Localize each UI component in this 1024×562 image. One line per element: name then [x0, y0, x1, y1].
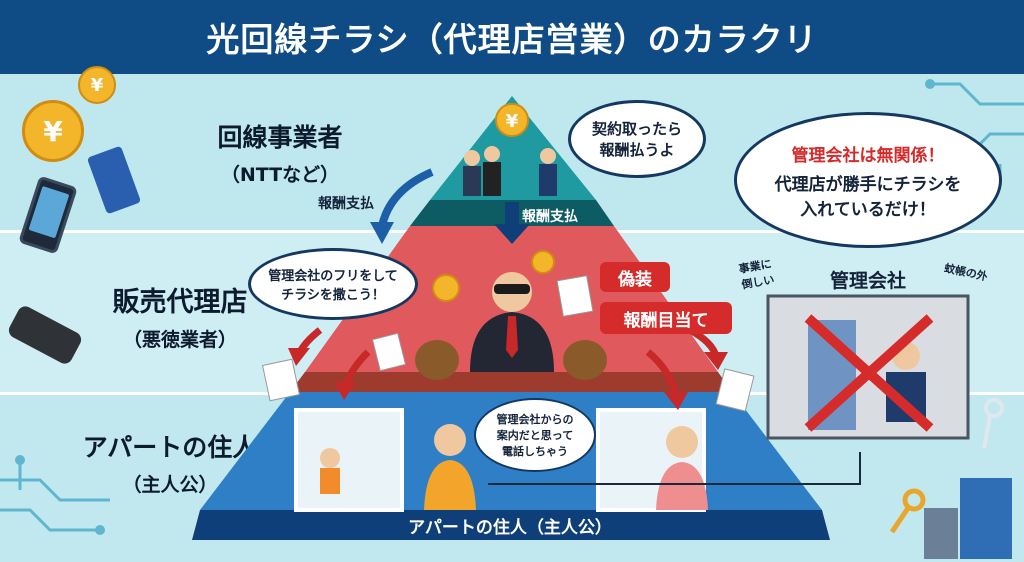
yen-coin-icon	[495, 103, 529, 137]
key-icon	[984, 398, 1004, 418]
arrow-reward-center	[505, 202, 519, 226]
speech-bubble-mgmt: 管理会社は無関係！ 代理店が勝手にチラシを 入れているだけ！	[734, 112, 1002, 248]
tier-bottom-name: アパートの住人	[82, 433, 258, 462]
speech-bubble-resident: 管理会社からの 案内だと思って 電話しちゃう	[474, 398, 596, 472]
tag-fake: 偽装	[600, 262, 670, 292]
tier-middle-name: 販売代理店	[112, 287, 248, 318]
leaflet-icon	[715, 368, 755, 412]
building-icon	[960, 478, 1012, 559]
leaflet-icon	[556, 275, 594, 317]
pyramid-base-label: アパートの住人（主人公）	[408, 518, 612, 538]
tier-top-name: 回線事業者	[217, 123, 343, 152]
leaflet-icon	[261, 358, 301, 402]
reward-label-center: 報酬支払	[522, 209, 578, 225]
yen-coin-icon: ¥	[78, 66, 116, 104]
page-title: 光回線チラシ（代理店営業）のカラクリ	[206, 20, 818, 59]
tier-middle-sub: （悪徳業者）	[122, 329, 237, 351]
mgmt-company-label: 管理会社	[829, 270, 906, 292]
tier-label-middle: 販売代理店 （悪徳業者）	[90, 280, 270, 352]
arrow-reward-left	[378, 168, 434, 228]
tier-label-top: 回線事業者 （NTTなど）	[200, 118, 360, 187]
speech-bubble-top: 契約取ったら 報酬払うよ	[568, 100, 706, 178]
reward-label-left: 報酬支払	[318, 196, 374, 212]
svg-text:¥: ¥	[506, 111, 519, 132]
pyramid-base	[192, 510, 830, 540]
villain-tie	[506, 316, 518, 358]
yen-coin-icon	[531, 250, 555, 274]
tag-reward: 報酬目当て	[600, 302, 732, 334]
mgmt-speech-red: 管理会社は無関係！	[791, 145, 945, 166]
tier-label-bottom: アパートの住人 （主人公）	[70, 428, 270, 497]
speech-bubble-agent: 管理会社のフリをして チラシを撒こう！	[248, 248, 418, 320]
title-bar: 光回線チラシ（代理店営業）のカラクリ	[0, 0, 1024, 74]
tier-bottom-sub: （主人公）	[122, 474, 218, 496]
villain-mask	[494, 284, 530, 294]
yen-coin-icon	[432, 274, 460, 302]
tier-top-sub: （NTTなど）	[220, 164, 340, 186]
money-bag-icon	[415, 340, 459, 380]
apartment-window-left	[294, 408, 404, 512]
mgmt-speech-black: 代理店が勝手にチラシを 入れているだけ！	[774, 174, 962, 220]
mgmt-left-note: 事業に 倒しい	[737, 257, 776, 292]
circuit-icon	[0, 455, 110, 535]
key-icon	[902, 488, 926, 512]
money-bag-icon	[563, 340, 607, 380]
pyramid-middle-floor	[290, 372, 732, 392]
leaflet-icon	[371, 332, 407, 372]
yen-coin-icon: ¥	[22, 100, 84, 162]
phone-line	[488, 452, 861, 485]
